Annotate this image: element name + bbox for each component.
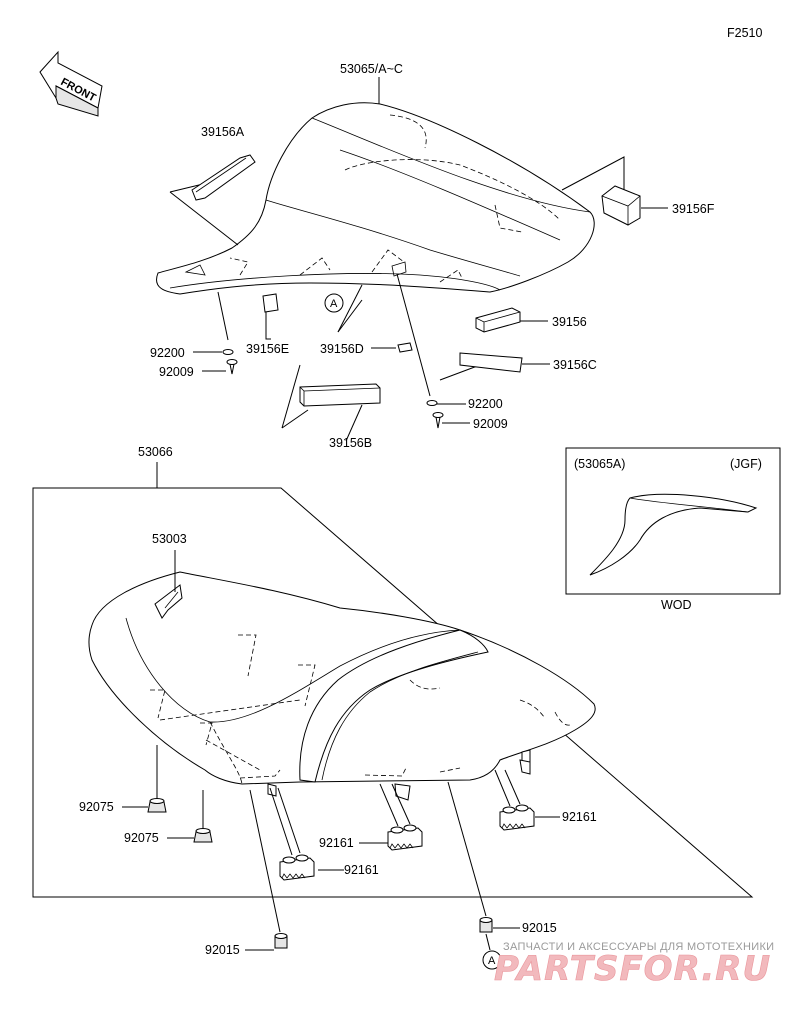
part-39156D: [397, 342, 413, 353]
bolt-92015-right: [479, 917, 493, 933]
seat-cover-53065: [156, 102, 595, 295]
inset-part-label: (53065A): [574, 457, 625, 471]
label-92009-right: 92009: [473, 417, 508, 431]
part-39156: [475, 307, 521, 333]
label-39156E: 39156E: [246, 342, 289, 356]
label-92161-center: 92161: [319, 836, 354, 850]
front-arrow-icon: FRONT: [39, 50, 103, 117]
label-39156F: 39156F: [672, 202, 715, 216]
svg-text:A: A: [330, 298, 338, 310]
bracket-tabs: [267, 759, 531, 801]
label-92015-left: 92015: [205, 943, 240, 957]
ref-mark-a-upper: A: [324, 293, 344, 313]
washer-92200-left: [222, 349, 234, 355]
figure-code: F2510: [727, 26, 762, 40]
inset-53065A: (53065A) (JGF) WOD: [565, 447, 781, 612]
emblem-53003: [154, 584, 183, 619]
label-39156B: 39156B: [329, 436, 372, 450]
inset-caption: WOD: [661, 598, 692, 612]
label-53003: 53003: [152, 532, 187, 546]
screw-92009-left: [226, 359, 238, 375]
label-39156A: 39156A: [201, 125, 245, 139]
label-92161-right: 92161: [562, 810, 597, 824]
svg-text:A: A: [488, 955, 496, 967]
label-92200-right: 92200: [468, 397, 503, 411]
label-92075-a: 92075: [79, 800, 114, 814]
grommet-92075-b: [193, 828, 213, 843]
label-39156C: 39156C: [553, 358, 597, 372]
part-39156E: [262, 293, 279, 313]
part-39156F: [601, 185, 641, 226]
label-53065: 53065/A~C: [340, 62, 403, 76]
part-39156A: [191, 154, 256, 201]
label-92200-left: 92200: [150, 346, 185, 360]
screw-92009-right: [432, 412, 444, 429]
watermark-tagline: ЗАПЧАСТИ И АКСЕССУАРЫ ДЛЯ МОТОТЕХНИКИ: [503, 941, 774, 953]
grommet-92075-a: [147, 798, 167, 813]
label-39156D: 39156D: [320, 342, 364, 356]
inset-color-code: (JGF): [730, 457, 762, 471]
damper-92161-right: [499, 804, 535, 831]
label-92015-right: 92015: [522, 921, 557, 935]
label-92075-b: 92075: [124, 831, 159, 845]
label-92009-left: 92009: [159, 365, 194, 379]
seat-assembly-boundary: [32, 487, 754, 898]
damper-92161-bottom: [279, 854, 315, 881]
damper-92161-center: [387, 824, 423, 851]
bolt-92015-left: [274, 933, 288, 949]
part-39156B: [299, 383, 381, 407]
seat-53066: [88, 571, 596, 785]
part-39156C: [459, 352, 523, 373]
watermark-logo: PARTSFOR.RU: [494, 949, 771, 989]
ref-mark-a-lower: A: [482, 950, 502, 970]
label-53066: 53066: [138, 445, 173, 459]
washer-92200-right: [426, 400, 438, 406]
label-39156: 39156: [552, 315, 587, 329]
label-92161-bottom: 92161: [344, 863, 379, 877]
